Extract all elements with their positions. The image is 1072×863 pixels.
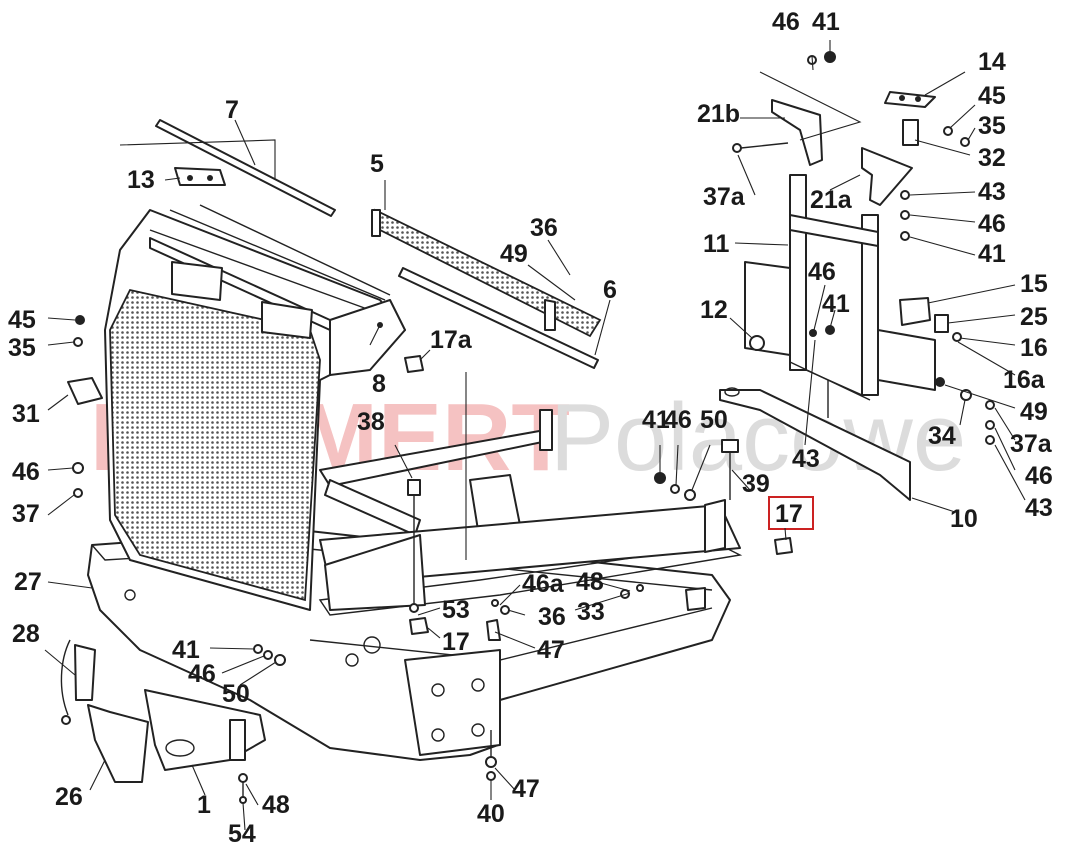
label-54: 54: [228, 820, 256, 848]
label-43: 43: [1025, 494, 1053, 522]
leader-lines: [44, 40, 1026, 831]
label-1: 1: [197, 791, 211, 819]
label-17: 17: [442, 628, 470, 656]
right-fasteners: [732, 51, 995, 445]
label-26: 26: [55, 783, 83, 811]
label-10: 10: [950, 505, 978, 533]
label-32: 32: [978, 144, 1006, 172]
label-17a: 17a: [430, 326, 473, 354]
label-41: 41: [642, 406, 670, 434]
label-21b: 21b: [697, 100, 740, 128]
tow-pin-28: [60, 639, 96, 725]
label-39: 39: [742, 470, 770, 498]
hook-26: [87, 704, 149, 783]
label-28: 28: [12, 620, 40, 648]
left-fasteners: [67, 315, 103, 498]
label-16a: 16a: [1003, 366, 1046, 394]
label-50: 50: [222, 680, 250, 708]
label-12: 12: [700, 296, 728, 324]
hinge-14: [884, 91, 936, 108]
label-34: 34: [928, 422, 956, 450]
label-41: 41: [172, 636, 200, 664]
label-37a: 37a: [1010, 430, 1053, 458]
label-13: 13: [127, 166, 155, 194]
label-45: 45: [978, 82, 1006, 110]
label-46: 46: [978, 210, 1006, 238]
label-16: 16: [1020, 334, 1048, 362]
bolt-38: [407, 479, 421, 613]
part-labels: 7 13 5 36 49 6 17a 8 45 35 31 46 37 38 2…: [8, 8, 1053, 848]
label-49: 49: [1020, 398, 1048, 426]
clip-17a: [404, 355, 424, 373]
center-fasteners: [253, 439, 793, 666]
bolt-47-40: [485, 730, 497, 781]
label-6: 6: [603, 276, 617, 304]
label-50: 50: [700, 406, 728, 434]
label-17-highlighted: 17: [775, 500, 803, 528]
label-41: 41: [812, 8, 840, 36]
label-36: 36: [538, 603, 566, 631]
label-11: 11: [703, 230, 730, 258]
bracket-21a: [861, 147, 913, 206]
bracket-13: [174, 167, 226, 186]
label-45: 45: [8, 306, 36, 334]
label-49: 49: [500, 240, 528, 268]
label-5: 5: [370, 150, 384, 178]
label-47: 47: [537, 636, 565, 664]
label-25: 25: [1020, 303, 1048, 331]
label-35: 35: [978, 112, 1006, 140]
label-40: 40: [477, 800, 505, 828]
label-8: 8: [372, 370, 386, 398]
bracket-1: [144, 689, 266, 771]
label-46: 46: [188, 660, 216, 688]
label-46a: 46a: [522, 570, 565, 598]
label-37a: 37a: [703, 183, 746, 211]
label-7: 7: [225, 96, 239, 124]
mount-32: [902, 119, 919, 146]
label-48: 48: [262, 791, 290, 819]
label-43: 43: [978, 178, 1006, 206]
label-47: 47: [512, 775, 540, 803]
label-31: 31: [12, 400, 40, 428]
label-38: 38: [357, 408, 385, 436]
radiator-grille: [104, 204, 406, 611]
label-41: 41: [822, 290, 850, 318]
label-53: 53: [442, 596, 470, 624]
label-15: 15: [1020, 270, 1048, 298]
latch-15-25: [899, 297, 962, 342]
label-14: 14: [978, 48, 1006, 76]
bolt-48-54: [238, 773, 248, 804]
label-46: 46: [808, 258, 836, 286]
label-21a: 21a: [810, 186, 853, 214]
label-36: 36: [530, 214, 558, 242]
frame-11: [744, 174, 936, 418]
rod-7: [155, 119, 336, 217]
bracket-21b: [771, 99, 823, 166]
label-43: 43: [792, 445, 820, 473]
side-member: [319, 409, 741, 611]
label-33: 33: [577, 598, 605, 626]
seal-strip-5: [370, 208, 602, 338]
highlight-box-part-17: [768, 496, 814, 530]
label-48: 48: [576, 568, 604, 596]
label-27: 27: [14, 568, 42, 596]
label-46: 46: [1025, 462, 1053, 490]
label-37: 37: [12, 500, 40, 528]
label-41: 41: [978, 240, 1006, 268]
lower-beam-10: [719, 387, 911, 501]
label-46: 46: [664, 406, 692, 434]
label-35: 35: [8, 334, 36, 362]
label-46: 46: [12, 458, 40, 486]
strip-6: [398, 267, 599, 369]
label-46: 46: [772, 8, 800, 36]
